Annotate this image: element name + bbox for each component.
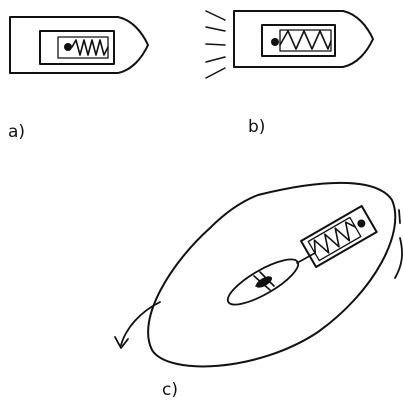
vessel-hull xyxy=(233,10,374,68)
arrowhead-left xyxy=(114,336,129,349)
mass-ball xyxy=(64,43,72,51)
panel-c: c) xyxy=(114,181,403,400)
panel-label-a: a) xyxy=(8,122,25,142)
rotation-arrow-right xyxy=(394,237,403,279)
mass-ball xyxy=(357,219,366,228)
panel-label-b: b) xyxy=(248,117,265,137)
thrust-lines xyxy=(205,10,226,79)
rotating-body xyxy=(147,181,397,368)
hub-core xyxy=(255,276,273,288)
spring-coil xyxy=(279,30,332,50)
mass-ball xyxy=(271,38,279,46)
panel-b: b) xyxy=(205,10,374,137)
rotation-arrow-left xyxy=(120,301,161,346)
panel-label-c: c) xyxy=(162,380,178,400)
spring-box xyxy=(261,24,336,57)
spring-coil xyxy=(313,221,357,255)
connecting-rod xyxy=(296,252,316,264)
vessel-hull xyxy=(9,16,149,74)
spring-box xyxy=(39,30,115,65)
panel-a: a) xyxy=(8,16,149,142)
arrowhead-right xyxy=(398,209,401,224)
spring-coil xyxy=(71,39,109,56)
spring-box-rotated xyxy=(300,205,378,268)
